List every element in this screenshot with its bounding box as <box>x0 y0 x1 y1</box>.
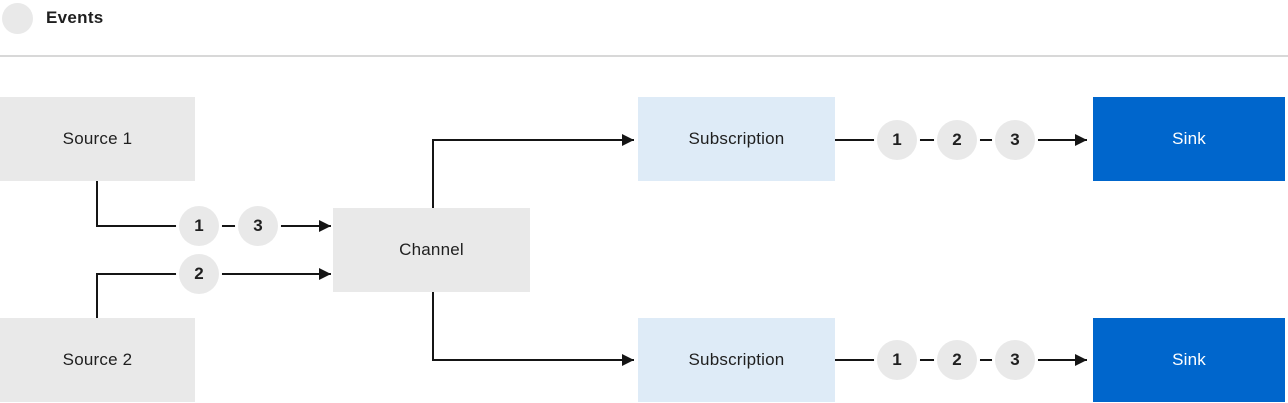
connector-channel-to-subscription-top <box>432 134 634 208</box>
node-sink-bottom: Sink <box>1093 318 1285 402</box>
event-circle: 2 <box>937 340 977 380</box>
event-circle: 2 <box>179 254 219 294</box>
node-source-1-label: Source 1 <box>62 129 133 148</box>
node-subscription-bottom-label: Subscription <box>688 350 785 369</box>
connector-channel-to-subscription-bottom <box>432 292 634 366</box>
node-subscription-top-label: Subscription <box>688 129 785 148</box>
event-circle: 2 <box>937 120 977 160</box>
node-subscription-top: Subscription <box>638 97 835 181</box>
connector-source2-to-channel <box>96 268 331 318</box>
node-sink-top: Sink <box>1093 97 1285 181</box>
node-source-1: Source 1 <box>0 97 195 181</box>
legend-label: Events <box>46 7 104 27</box>
node-source-2: Source 2 <box>0 318 195 402</box>
legend-divider <box>0 55 1288 57</box>
node-sink-top-label: Sink <box>1172 129 1206 148</box>
legend: Events <box>0 0 104 35</box>
event-circle: 1 <box>877 120 917 160</box>
event-circle: 1 <box>877 340 917 380</box>
node-channel-label: Channel <box>399 240 464 259</box>
node-subscription-bottom: Subscription <box>638 318 835 402</box>
node-sink-bottom-label: Sink <box>1172 350 1206 369</box>
event-legend-icon <box>2 3 33 34</box>
event-circle: 3 <box>995 340 1035 380</box>
event-circle: 1 <box>179 206 219 246</box>
event-circle: 3 <box>995 120 1035 160</box>
event-circle: 3 <box>238 206 278 246</box>
node-source-2-label: Source 2 <box>62 350 133 369</box>
node-channel: Channel <box>333 208 530 292</box>
